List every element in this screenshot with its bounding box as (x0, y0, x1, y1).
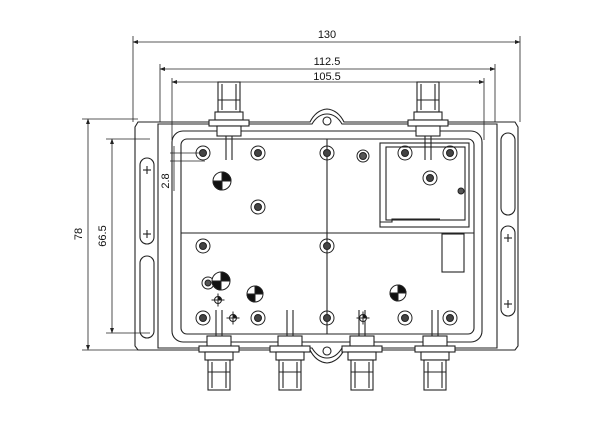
screw-boss (195, 310, 211, 326)
connector-nut (420, 351, 450, 361)
dimension-lines (82, 36, 521, 351)
center-mark-quadrant (212, 180, 223, 191)
center-mark-quadrant (362, 313, 368, 319)
screw-hole (254, 149, 262, 157)
screw-boss (397, 310, 413, 326)
bottom-center-bolt-hole (322, 346, 332, 356)
screw-hole (401, 314, 409, 322)
center-mark-quadrant (397, 284, 407, 294)
connector-flange (414, 345, 456, 353)
connector-base (422, 335, 448, 347)
screw-bosses (195, 145, 465, 326)
center-mark-quadrant (246, 293, 256, 303)
center-mark-quadrant (232, 313, 238, 319)
screw-hole (323, 149, 331, 157)
module-block (441, 233, 465, 273)
sub-compartment-trace (380, 218, 440, 223)
screw-boss (319, 310, 335, 326)
screw-hole (446, 149, 454, 157)
left-mount-slot (139, 157, 155, 245)
screw-hole (199, 314, 207, 322)
connector-body (423, 359, 447, 391)
center-marks (211, 171, 407, 325)
screw-boss (195, 145, 211, 161)
screw-boss (250, 199, 266, 215)
lid-outline (157, 113, 498, 359)
connector-body (217, 81, 241, 113)
screw-hole (323, 314, 331, 322)
connector-flange (269, 345, 311, 353)
screw-boss (422, 170, 438, 186)
connector-base (216, 125, 242, 137)
connector-flange (341, 345, 383, 353)
screw-boss (195, 238, 211, 254)
dim-label-hole-spacing: 105.5 (313, 71, 341, 83)
connector-base (349, 335, 375, 347)
screw-hole (426, 174, 434, 182)
connector-base (277, 335, 303, 347)
screw-boss (442, 145, 458, 161)
dim-label-overall-width: 130 (318, 29, 336, 41)
dimension-labels: 130 112.5 105.5 78 66.5 2.8 (73, 29, 341, 247)
right-mount-slot-lower (500, 225, 516, 317)
center-mark-quadrant (211, 280, 222, 291)
center-mark-quadrant (220, 271, 231, 282)
small-screw (457, 187, 465, 195)
dim-label-inner-width: 112.5 (314, 56, 341, 68)
screw-boss (250, 145, 266, 161)
screw-boss (250, 310, 266, 326)
right-mount-slot (500, 132, 516, 216)
connector-nut (413, 111, 443, 121)
small-screw (359, 152, 367, 160)
dim-label-overall-height: 78 (73, 228, 85, 240)
screw-hole (199, 242, 207, 250)
inner-cavity-outer (171, 130, 483, 343)
small-screw-ring (356, 149, 370, 163)
screw-hole (199, 149, 207, 157)
connector-nut (275, 351, 305, 361)
connector-nut (214, 111, 244, 121)
connector-body (416, 81, 440, 113)
screw-hole (446, 314, 454, 322)
center-mark-quadrant (221, 171, 232, 182)
center-mark-quadrant (389, 292, 399, 302)
coax-connectors (198, 81, 456, 391)
screw-hole (254, 203, 262, 211)
outer-housing (134, 108, 519, 364)
connector-base (206, 335, 232, 347)
screw-hole (323, 242, 331, 250)
small-screw (204, 279, 212, 287)
connector-body (278, 359, 302, 391)
connector-body (350, 359, 374, 391)
screw-boss (319, 145, 335, 161)
center-mark-quadrant (254, 285, 264, 295)
connector-flange (208, 119, 250, 127)
connector-nut (347, 351, 377, 361)
connector-flange (198, 345, 240, 353)
dim-label-inner-height: 66.5 (97, 225, 109, 246)
screw-boss (397, 145, 413, 161)
left-mount-slot-lower (139, 255, 155, 339)
screw-hole (401, 149, 409, 157)
connector-base (415, 125, 441, 137)
enclosure-body (134, 108, 519, 364)
dim-label-offset: 2.8 (160, 173, 172, 188)
screw-boss (442, 310, 458, 326)
connector-nut (204, 351, 234, 361)
screw-hole (254, 314, 262, 322)
center-mark-quadrant (217, 295, 223, 301)
connector-flange (407, 119, 449, 127)
top-center-bolt-hole (322, 116, 332, 126)
connector-body (207, 359, 231, 391)
screw-boss (319, 238, 335, 254)
